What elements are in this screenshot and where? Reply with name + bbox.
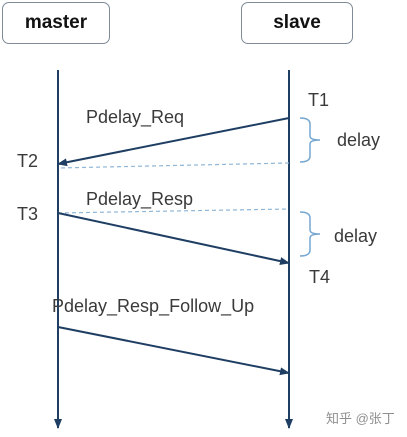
slave-label: slave: [273, 12, 321, 33]
timestamp-t3: T3: [17, 204, 39, 224]
message-label-pdelay-resp-follow-up: Pdelay_Resp_Follow_Up: [52, 296, 255, 316]
master-label: master: [24, 12, 88, 33]
timestamp-t4: T4: [309, 267, 331, 287]
message-arrow-pdelay-req: [57, 117, 290, 167]
delay-brace-2: [299, 211, 321, 257]
message-arrow-pdelay-resp-follow-up: [57, 326, 290, 376]
timestamp-t1: T1: [308, 90, 330, 110]
message-arrow-pdelay-resp: [57, 212, 290, 266]
message-dashed-resp-reference: [57, 208, 290, 214]
message-label-pdelay-req: Pdelay_Req: [86, 107, 185, 127]
message-dashed-req-reference: [57, 162, 290, 169]
delay-brace-1: [299, 117, 321, 163]
delay-label-2: delay: [334, 226, 378, 246]
slave-node: slave: [241, 2, 353, 44]
watermark: 知乎 @张丁: [326, 411, 395, 426]
message-label-pdelay-resp: Pdelay_Resp: [86, 189, 194, 209]
timestamp-t2: T2: [17, 151, 39, 171]
delay-label-1: delay: [337, 130, 381, 150]
master-node: master: [2, 2, 110, 44]
